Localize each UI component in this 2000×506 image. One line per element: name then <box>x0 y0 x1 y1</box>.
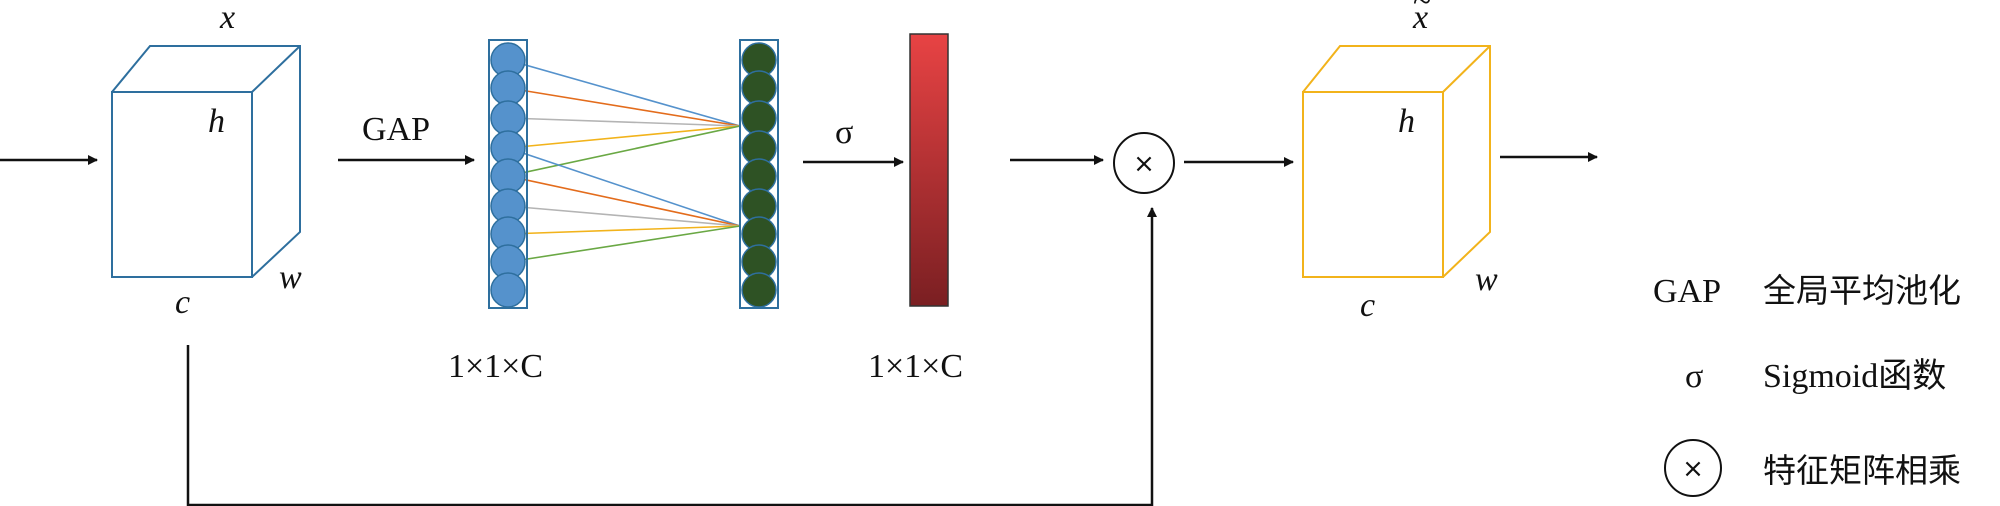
fc-output-neurons <box>741 42 777 308</box>
input-feature-block <box>111 45 301 278</box>
legend-multiply-symbol: × <box>1682 454 1704 484</box>
sigma-arrow-label: σ <box>835 114 853 151</box>
legend-multiply-text: 特征矩阵相乘 <box>1763 451 1961 490</box>
input-block-side-label: w <box>279 259 302 296</box>
fc-connections <box>507 59 741 263</box>
multiply-symbol: × <box>1133 149 1155 179</box>
output-block-side-label: w <box>1475 261 1498 298</box>
legend-multiply-icon <box>1664 439 1722 497</box>
legend-sigma-text: Sigmoid函数 <box>1763 357 1946 395</box>
output-block-depth-label: h <box>1398 103 1415 140</box>
legend-gap-symbol: GAP <box>1653 273 1721 310</box>
fc-input-neurons <box>490 42 526 308</box>
output-block-tilde: ~ <box>1413 0 1431 20</box>
legend-sigma-symbol: σ <box>1685 358 1703 395</box>
input-block-top-label: x <box>219 0 235 36</box>
output-feature-block <box>1302 45 1491 278</box>
legend-gap-text: 全局平均池化 <box>1763 271 1961 310</box>
legend: GAP 全局平均池化 σ Sigmoid函数 × 特征矩阵相乘 <box>1653 271 1961 497</box>
output-block-top-label: x <box>1412 0 1428 36</box>
skip-connection-arrow <box>186 207 1157 506</box>
input-block-bottom-label: c <box>175 284 190 321</box>
fc-input-layer-frame <box>488 39 528 309</box>
gap-arrow-label: GAP <box>362 111 430 148</box>
fc-output-layer-frame <box>739 39 779 309</box>
sigmoid-weight-bar <box>909 33 949 307</box>
output-block-bottom-label: c <box>1360 287 1375 324</box>
input-block-depth-label: h <box>208 103 225 140</box>
multiply-operator <box>1113 132 1175 194</box>
sigmoid-dimension-label: 1×1×C <box>868 348 963 385</box>
fc-dimension-label: 1×1×C <box>448 348 543 385</box>
